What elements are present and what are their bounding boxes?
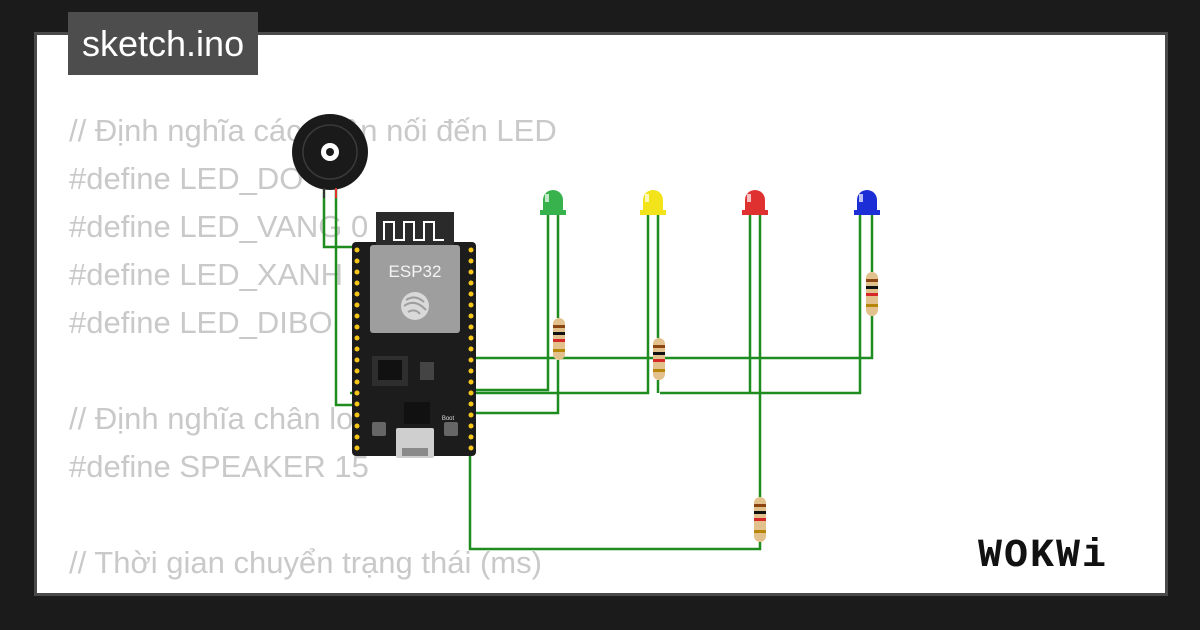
code-line: #define LED_VANG 0 [69,209,369,244]
resistor[interactable] [653,338,665,380]
pin-headers [354,247,474,451]
led-red[interactable] [742,190,768,215]
resistor[interactable] [754,497,766,542]
file-tab[interactable]: sketch.ino [68,12,259,75]
wire [468,215,550,392]
resistor[interactable] [553,318,565,360]
wire [468,316,874,360]
code-line: // Định nghĩa chân loa [69,401,371,436]
code-line: #define LED_XANH [69,257,343,292]
resistor[interactable] [866,272,878,316]
esp32-board[interactable]: ESP32 Boot [352,212,476,458]
code-line: #define LED_DO [69,161,304,196]
wokwi-logo: WOKWi [978,534,1108,578]
led-green[interactable] [540,190,566,215]
code-line: // Định nghĩa các chân nối đến LED [69,113,557,148]
code-line: // Thời gian chuyển trạng thái (ms) [69,545,542,580]
wire [468,420,762,551]
led-yellow[interactable] [640,190,666,215]
wire [660,215,862,395]
wire [468,360,560,415]
boot-button-label: Boot [442,416,455,422]
buzzer[interactable] [292,114,368,198]
preview-card: // Định nghĩa các chân nối đến LED #defi… [34,32,1168,596]
board-label: ESP32 [389,262,442,281]
code-line: #define LED_DIBO [69,305,333,340]
led-blue[interactable] [854,190,880,215]
brand-label: WOKWi [978,534,1108,578]
